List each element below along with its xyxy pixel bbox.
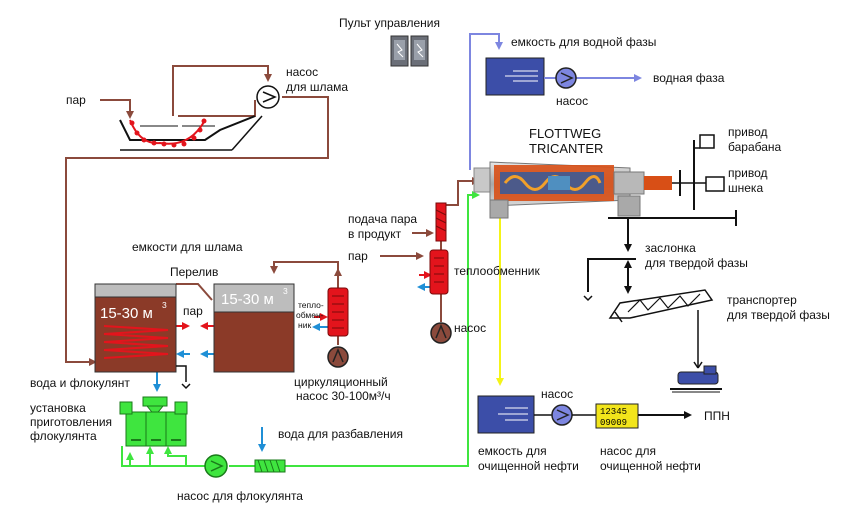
sludge-basin bbox=[119, 115, 263, 151]
steam-feed-heater bbox=[435, 202, 447, 242]
clean-oil-pump bbox=[551, 404, 596, 426]
heat-exchanger-label: теплообменник bbox=[454, 264, 541, 278]
pump-mid bbox=[430, 322, 452, 344]
tank1-volume: 15-30 м bbox=[100, 305, 153, 322]
floc-pump-label: насос для флокулянта bbox=[177, 489, 303, 503]
tank2-cube: 3 bbox=[283, 286, 288, 296]
steam-top-label: пар bbox=[66, 93, 86, 107]
static-mixer bbox=[254, 459, 286, 473]
drum-drive-label: привод барабана bbox=[728, 125, 782, 154]
screw-drive-label: привод шнека bbox=[728, 166, 771, 195]
floc-unit-label: установка приготовления флокулянта bbox=[30, 401, 115, 443]
damper-label: заслонка для твердой фазы bbox=[645, 241, 748, 270]
tank1-cube: 3 bbox=[162, 300, 167, 310]
solid-damper bbox=[583, 210, 737, 302]
screw-drive-box bbox=[705, 176, 725, 192]
sludge-tanks-label: емкости для шлама bbox=[132, 240, 243, 254]
oil-pump-label: насос bbox=[541, 387, 573, 401]
dilution-water-label: вода для разбавления bbox=[278, 427, 403, 441]
heat-exchanger-mid bbox=[429, 249, 449, 295]
water-phase-tank bbox=[485, 57, 556, 96]
water-phase-lines bbox=[469, 33, 642, 170]
conveyor-label: транспортер для твердой фазы bbox=[727, 293, 830, 322]
counter-top: 12345 bbox=[600, 407, 627, 417]
ppn-label: ППН bbox=[704, 409, 730, 423]
cold-water-lines bbox=[153, 283, 431, 452]
flow-counter bbox=[595, 403, 692, 429]
sludge-pump-label: насос для шлама bbox=[286, 65, 348, 94]
tank2-volume: 15-30 м bbox=[221, 291, 274, 308]
tricanter bbox=[473, 140, 706, 219]
drum-drive-box bbox=[699, 134, 715, 149]
pump-mid-label: насос bbox=[454, 321, 486, 335]
water-floc-label: вода и флокулянт bbox=[30, 376, 130, 390]
steam-tank-label: пар bbox=[183, 304, 203, 318]
water-tank-label: емкость для водной фазы bbox=[511, 35, 656, 49]
counter-bottom: 09009 bbox=[600, 418, 627, 428]
steam-mid-label: пар bbox=[348, 249, 368, 263]
steam-feed-label: подача пара в продукт bbox=[348, 212, 420, 241]
sludge-tank-1 bbox=[94, 283, 177, 373]
circ-heat-exchanger bbox=[327, 287, 349, 337]
overflow-label: Перелив bbox=[170, 265, 218, 279]
sludge-tank-2 bbox=[213, 283, 295, 373]
water-pump-label: насос bbox=[556, 94, 588, 108]
flocculant-lines bbox=[121, 191, 480, 467]
clean-oil-pump-label: насос для очищенной нефти bbox=[600, 444, 701, 473]
sludge-lines bbox=[65, 65, 480, 366]
water-phase-label: водная фаза bbox=[653, 71, 725, 85]
small-hx-label: тепло- обмен- ник bbox=[296, 300, 326, 330]
tank-drain-valve bbox=[176, 365, 191, 390]
truck-icon bbox=[670, 365, 722, 393]
solid-conveyor bbox=[608, 289, 714, 369]
circ-pump-label: циркуляционный насос 30-100м³/ч bbox=[294, 375, 391, 403]
water-pump bbox=[555, 67, 577, 89]
clean-oil-tank-label: емкость для очищенной нефти bbox=[478, 444, 579, 473]
control-panel-label: Пульт управления bbox=[339, 16, 440, 30]
flocculant-pump bbox=[204, 454, 228, 478]
flocculant-unit bbox=[119, 396, 188, 447]
circ-pump bbox=[327, 346, 349, 368]
tricanter-title: FLOTTWEG TRICANTER bbox=[529, 126, 605, 156]
clean-oil-tank bbox=[477, 395, 552, 434]
control-panel-icon bbox=[390, 35, 429, 67]
sludge-pump bbox=[256, 85, 280, 109]
